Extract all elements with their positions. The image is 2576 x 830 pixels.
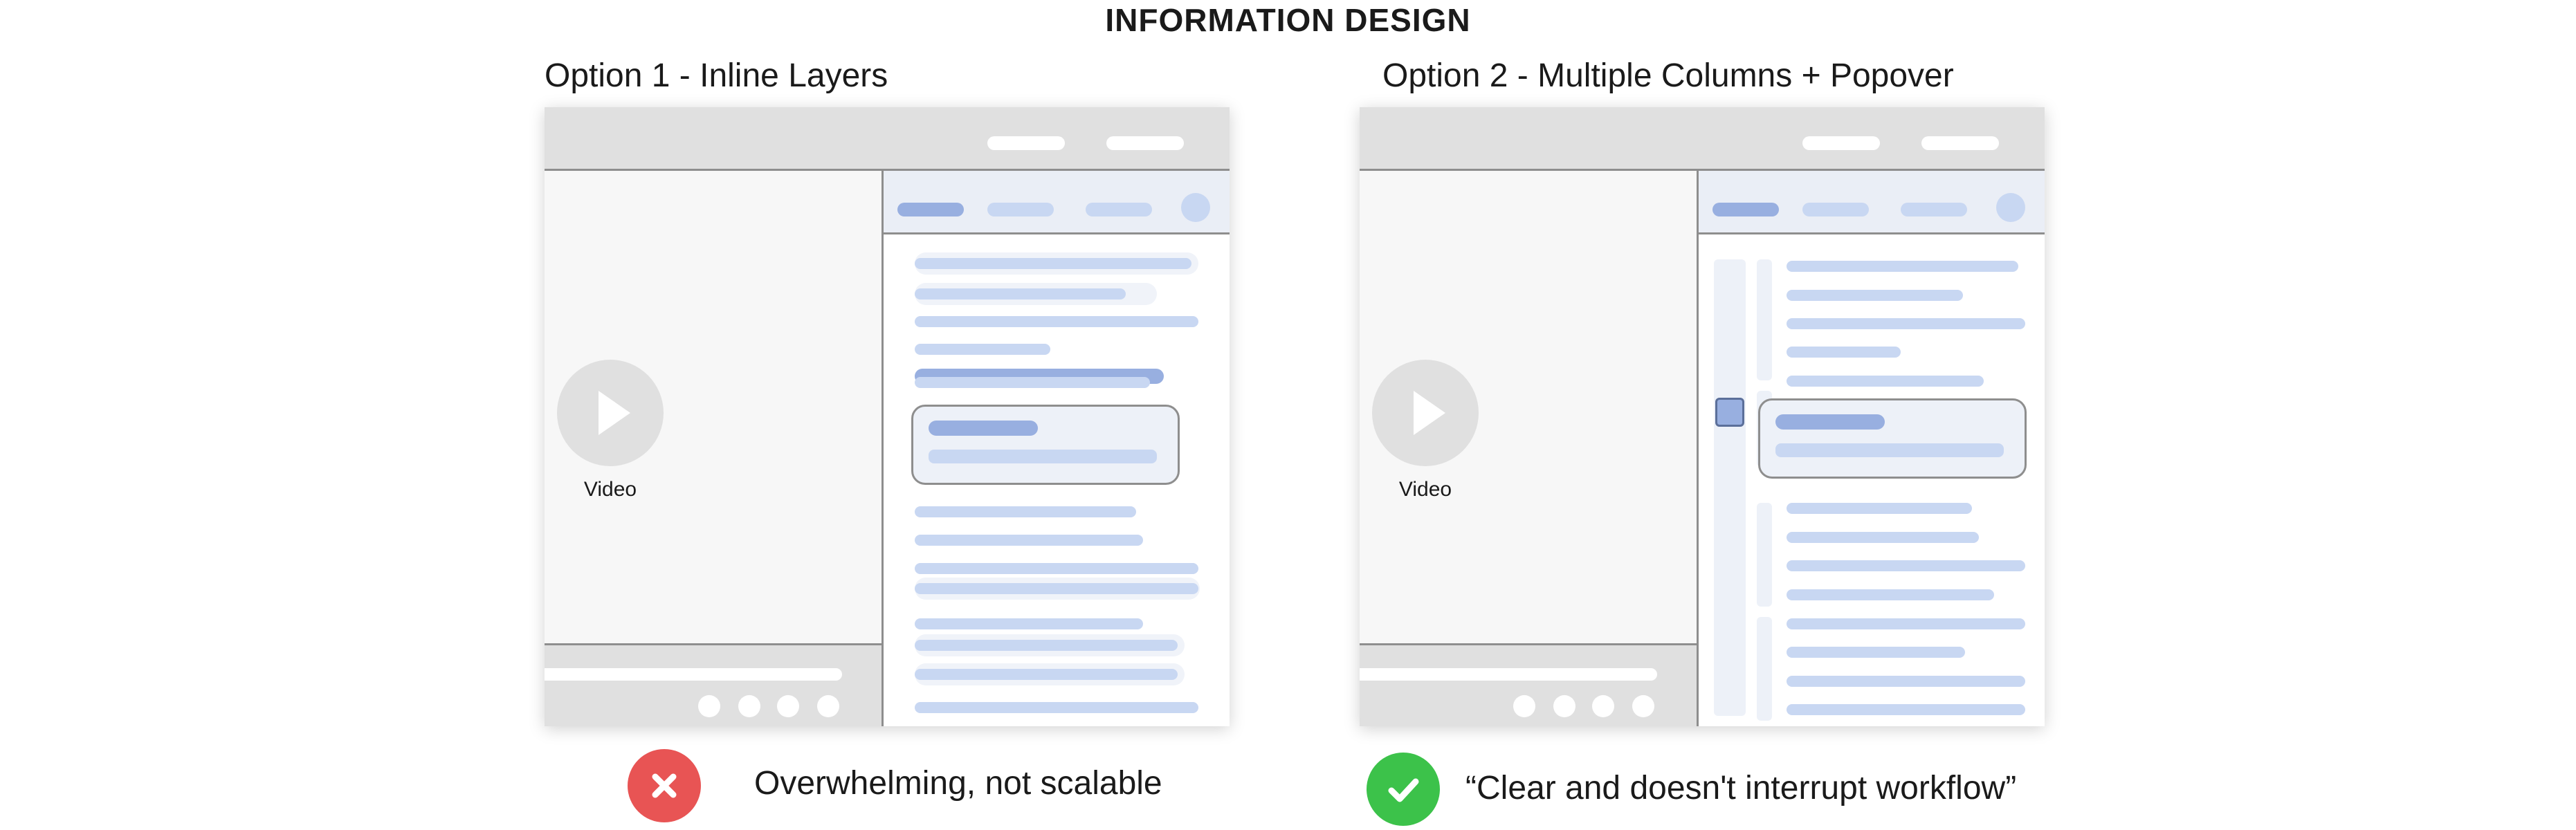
control-dot[interactable] [777,695,799,717]
sub-column [1757,617,1772,721]
transcript-pane [881,171,1230,726]
sub-column [1757,259,1772,380]
scrub-bar[interactable] [1360,668,1657,681]
option-1-label: Option 1 - Inline Layers [545,57,888,94]
tab-bar [1699,171,2045,234]
card-title-line [1775,414,1885,430]
text-line [1787,618,2025,629]
text-line [915,669,1178,680]
card-title-line [929,421,1038,436]
text-line [1787,647,1965,658]
video-pane: Video [1360,171,1697,726]
text-line [1787,560,2025,571]
control-dot[interactable] [817,695,839,717]
control-dot[interactable] [698,695,720,717]
control-dot[interactable] [1553,695,1575,717]
option-2-mockup: Video [1360,107,2045,726]
play-icon [599,391,630,435]
top-bar [1360,107,2045,171]
text-line [1787,676,2025,687]
play-icon [1414,391,1445,435]
text-line [915,640,1178,651]
text-line [1787,532,1979,543]
video-label: Video [583,478,637,501]
nav-pill[interactable] [987,136,1065,150]
layer-column [1714,259,1746,716]
text-line [915,618,1143,629]
option-1-verdict: Overwhelming, not scalable [754,765,1162,802]
tab-active[interactable] [897,203,964,216]
text-line [915,377,1150,388]
avatar[interactable] [1181,193,1210,222]
play-button[interactable] [557,360,664,466]
x-icon [628,749,701,822]
tab-bar [884,171,1230,234]
option-2-verdict: “Clear and doesn't interrupt workflow” [1465,770,2017,806]
control-dot[interactable] [738,695,760,717]
text-line [1787,589,1994,600]
tab[interactable] [987,203,1054,216]
tab[interactable] [1802,203,1869,216]
text-line [915,563,1198,574]
layer-marker[interactable] [1715,398,1744,427]
page-title: INFORMATION DESIGN [1105,2,1471,38]
text-line [915,288,1126,299]
scrub-bar[interactable] [545,668,842,681]
sub-column [1757,503,1772,607]
control-dot[interactable] [1592,695,1614,717]
text-line [915,535,1143,546]
nav-pill[interactable] [1106,136,1184,150]
nav-pill[interactable] [1921,136,1999,150]
play-button[interactable] [1372,360,1479,466]
card-text-line [1775,443,2004,457]
tab[interactable] [1086,203,1152,216]
control-dot[interactable] [1513,695,1535,717]
text-line [1787,261,2018,272]
player-controls-bar [545,643,881,726]
nav-pill[interactable] [1802,136,1880,150]
text-line [1787,347,1901,358]
control-dot[interactable] [1632,695,1654,717]
tab-active[interactable] [1712,203,1779,216]
text-line [915,344,1050,355]
video-label: Video [1398,478,1452,501]
tab[interactable] [1901,203,1967,216]
popover-card[interactable] [1758,398,2027,479]
text-line [915,258,1191,269]
text-line [1787,318,2025,329]
player-controls-bar [1360,643,1697,726]
option-1-mockup: Video [545,107,1230,726]
text-line [1787,290,1963,301]
text-line [1787,704,2025,715]
transcript-pane [1697,171,2045,726]
check-icon [1367,753,1440,826]
text-line [915,583,1198,594]
option-2-label: Option 2 - Multiple Columns + Popover [1382,57,1954,94]
card-text-line [929,450,1157,463]
video-pane: Video [545,171,881,726]
text-line [1787,503,1972,514]
avatar[interactable] [1996,193,2025,222]
top-bar [545,107,1230,171]
inline-layer-card[interactable] [911,405,1180,485]
text-line [915,702,1198,713]
text-line [1787,376,1984,387]
text-line [915,506,1136,517]
text-line [915,316,1198,327]
